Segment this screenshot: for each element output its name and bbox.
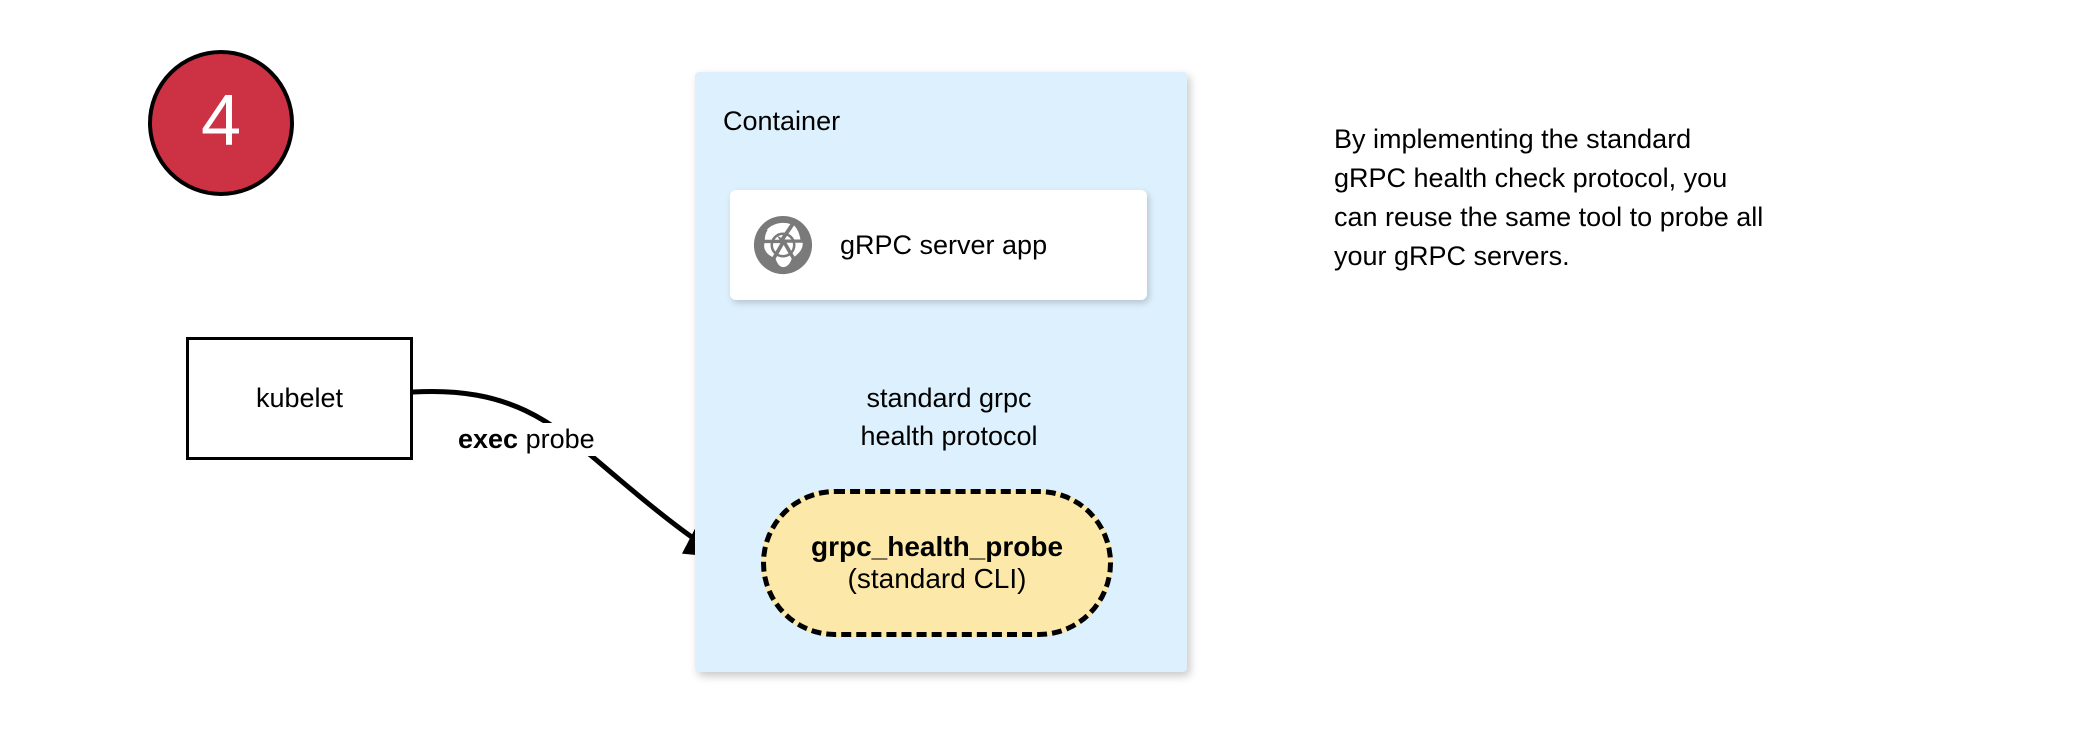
grpc-server-app-card: gRPC server app — [730, 190, 1147, 300]
step-badge: 4 — [148, 50, 294, 196]
exec-probe-rest-text: probe — [518, 424, 595, 454]
protocol-edge-label-line2: health protocol — [860, 421, 1038, 451]
side-note-line4: your gRPC servers. — [1334, 241, 1570, 271]
grpc-health-probe-title: grpc_health_probe — [810, 530, 1064, 562]
kubelet-label: kubelet — [255, 383, 344, 413]
side-note-line1: By implementing the standard — [1334, 124, 1692, 154]
exec-probe-bold-text: exec — [458, 424, 519, 454]
step-badge-number: 4 — [200, 81, 242, 161]
side-note: By implementing the standard gRPC health… — [1334, 120, 1924, 276]
grpc-server-app-label: gRPC server app — [840, 229, 1048, 260]
side-note-line3: can reuse the same tool to probe all — [1334, 202, 1764, 232]
protocol-edge-label-line1: standard grpc — [866, 383, 1032, 413]
aperture-icon — [753, 215, 813, 275]
grpc-health-probe-node: grpc_health_probe (standard CLI) — [761, 489, 1113, 637]
container-label: Container — [723, 106, 841, 136]
protocol-edge-label: standard grpc health protocol — [837, 376, 1061, 458]
kubelet-box: kubelet — [186, 337, 413, 460]
edge-kubelet-to-probe — [410, 388, 726, 560]
exec-probe-edge-label: exec probe — [452, 423, 601, 456]
grpc-health-probe-subtitle: (standard CLI) — [847, 563, 1027, 595]
side-note-line2: gRPC health check protocol, you — [1334, 163, 1728, 193]
